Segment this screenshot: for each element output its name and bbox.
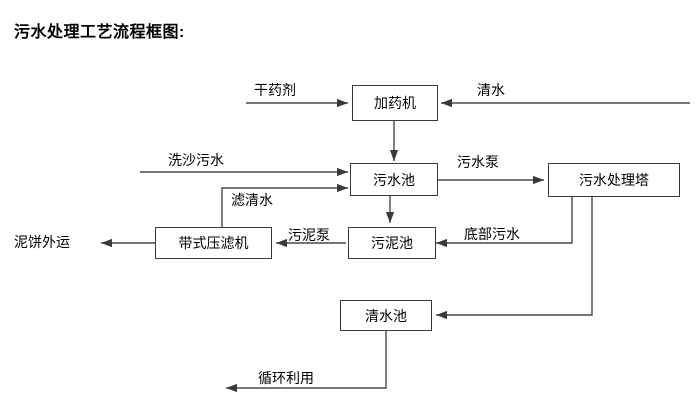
- edge-label-filtered-clear-water: 滤清水: [231, 192, 273, 208]
- io-label-clean-water: 清水: [477, 82, 505, 98]
- node-label: 污水处理塔: [579, 172, 649, 188]
- node-label: 加药机: [374, 95, 416, 111]
- node-label: 带式压滤机: [178, 235, 249, 251]
- node-sludge-pool[interactable]: 污泥池: [348, 227, 436, 259]
- io-label-mud-cake-transport: 泥饼外运: [14, 234, 70, 250]
- page-title: 污水处理工艺流程框图:: [14, 24, 185, 41]
- edge-label-bottom-sewage: 底部污水: [464, 226, 520, 242]
- edge-label-sludge-pump: 污泥泵: [288, 227, 330, 243]
- node-sewage-treatment-tower[interactable]: 污水处理塔: [548, 163, 680, 197]
- node-sewage-pool[interactable]: 污水池: [350, 163, 438, 196]
- node-dosing-machine[interactable]: 加药机: [352, 85, 438, 121]
- node-belt-filter-press[interactable]: 带式压滤机: [155, 227, 272, 259]
- node-label: 污泥池: [371, 235, 413, 251]
- node-clean-water-pool[interactable]: 清水池: [340, 300, 432, 331]
- node-label: 清水池: [365, 307, 407, 324]
- node-label: 污水池: [373, 171, 415, 188]
- edge-label-sewage-pump: 污水泵: [457, 154, 499, 170]
- io-label-dry-chemical: 干药剂: [254, 82, 296, 98]
- io-label-sand-washing-wastewater: 洗沙污水: [168, 152, 224, 168]
- edge-treatment-tower-to-clean-water-pool: [436, 197, 593, 320]
- edge-label-recycle-reuse: 循环利用: [258, 370, 314, 386]
